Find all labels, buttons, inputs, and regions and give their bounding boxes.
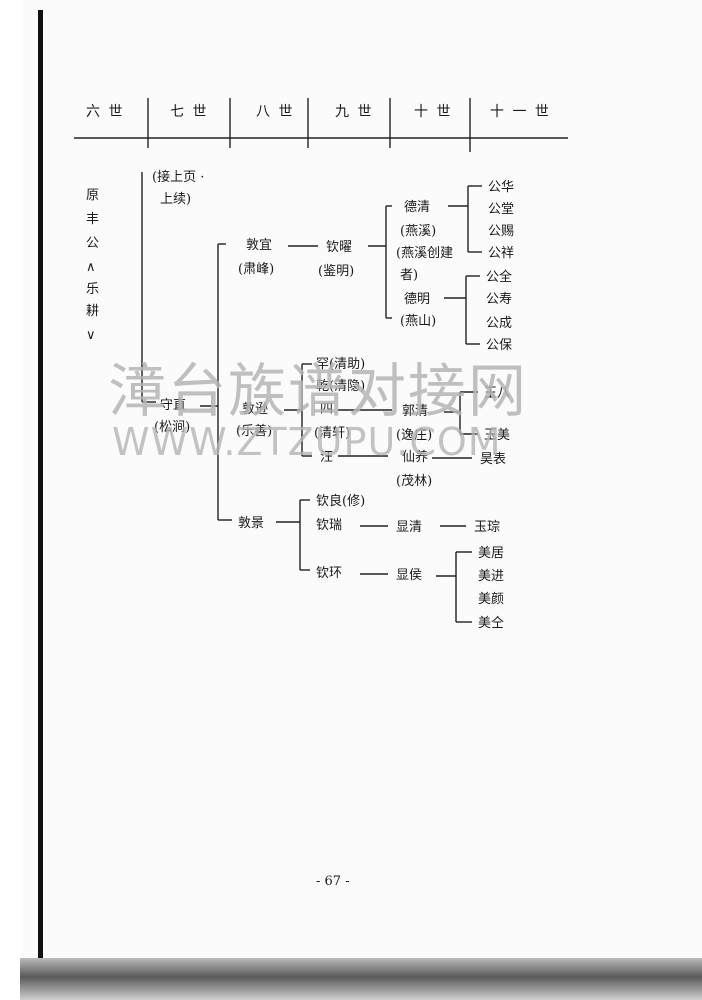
person-gongcheng: 公成 bbox=[486, 316, 513, 331]
gen6-char: ∨ bbox=[86, 328, 96, 343]
person-qian: 乾(清隐) bbox=[316, 379, 366, 394]
alias-dunxun: (乐善) bbox=[236, 424, 273, 439]
person-gongbao: 公保 bbox=[486, 338, 513, 353]
note-deqing: 者) bbox=[400, 268, 419, 283]
alias-shouzhi: (松涧) bbox=[154, 420, 191, 435]
person-guoqing: 郭清 bbox=[402, 404, 429, 419]
gen6-char: 耕 bbox=[86, 304, 100, 319]
person-gongquan: 公全 bbox=[486, 270, 513, 285]
scan-edge bbox=[0, 0, 22, 1000]
person-gongshou: 公寿 bbox=[486, 292, 513, 307]
person-meiquan: 美仝 bbox=[478, 616, 505, 631]
person-haobiao: 昊表 bbox=[480, 452, 507, 467]
person-han: 罕(清助) bbox=[316, 357, 366, 372]
gen6-char: 公 bbox=[86, 236, 100, 251]
header-gen11: 十 一 世 bbox=[490, 104, 551, 120]
alias-deqing: (燕溪) bbox=[400, 224, 437, 239]
person-gongtang: 公堂 bbox=[488, 202, 515, 217]
gen6-char: 丰 bbox=[86, 212, 100, 227]
header-gen8: 八 世 bbox=[256, 104, 295, 120]
person-qinyao: 钦曜 bbox=[326, 240, 353, 255]
alias-deming: (燕山) bbox=[400, 314, 437, 329]
header-gen9: 九 世 bbox=[335, 104, 374, 120]
person-meijin: 美进 bbox=[478, 569, 505, 584]
note-deqing: (燕溪创建 bbox=[396, 246, 454, 261]
gen6-char: 乐 bbox=[86, 282, 100, 297]
header-gen7: 七 世 bbox=[170, 104, 209, 120]
person-yuba: 玉八 bbox=[484, 386, 511, 401]
header-gen6: 六 世 bbox=[86, 104, 125, 120]
person-qinliang: 钦良(修) bbox=[316, 494, 366, 509]
person-si: 四 bbox=[320, 402, 334, 417]
person-qinhuan: 钦环 bbox=[316, 566, 343, 581]
person-deming: 德明 bbox=[404, 292, 431, 307]
scan-shadow bbox=[20, 958, 702, 1000]
person-meiyan: 美颜 bbox=[478, 592, 505, 607]
person-dunyi: 敦宜 bbox=[246, 238, 273, 253]
person-qinrui: 钦瑞 bbox=[316, 518, 343, 533]
alias-qinyao: (鉴明) bbox=[318, 264, 355, 279]
binding-line bbox=[38, 10, 43, 960]
alias-xianyang: (茂林) bbox=[396, 474, 433, 489]
person-xianyang: 仙养 bbox=[402, 450, 429, 465]
person-shouzhi: 守直 bbox=[160, 398, 187, 413]
alias-dunyi: (肃峰) bbox=[238, 262, 275, 277]
gen6-char: ∧ bbox=[86, 260, 96, 275]
continued-note: 上续) bbox=[160, 192, 192, 207]
person-dunjing: 敦景 bbox=[238, 516, 265, 531]
person-gongxiang: 公祥 bbox=[488, 246, 515, 261]
person-gonghua: 公华 bbox=[488, 180, 515, 195]
person-deqing: 德清 bbox=[404, 200, 431, 215]
page-number: - 67 - bbox=[316, 874, 350, 889]
person-gongci: 公赐 bbox=[488, 224, 515, 239]
alias-si: (清轩) bbox=[314, 426, 351, 441]
person-meiju: 美居 bbox=[478, 546, 505, 561]
person-yumei: 玉美 bbox=[484, 428, 511, 443]
gen6-char: 原 bbox=[86, 188, 100, 203]
person-xianhou: 显侯 bbox=[396, 568, 423, 583]
person-wang: 汪 bbox=[320, 450, 334, 465]
person-yucong: 玉琮 bbox=[474, 520, 501, 535]
continued-note: (接上页 · bbox=[152, 170, 205, 185]
person-xianqing: 显清 bbox=[396, 520, 423, 535]
watermark-cn: 漳台族谱对接网 bbox=[108, 357, 529, 425]
watermark-en: WWW.ZTZUPU.COM bbox=[112, 420, 502, 464]
header-gen10: 十 世 bbox=[414, 104, 453, 120]
person-dunxun: 敦逊 bbox=[242, 402, 269, 417]
alias-guoqing: (逸庄) bbox=[396, 428, 433, 443]
